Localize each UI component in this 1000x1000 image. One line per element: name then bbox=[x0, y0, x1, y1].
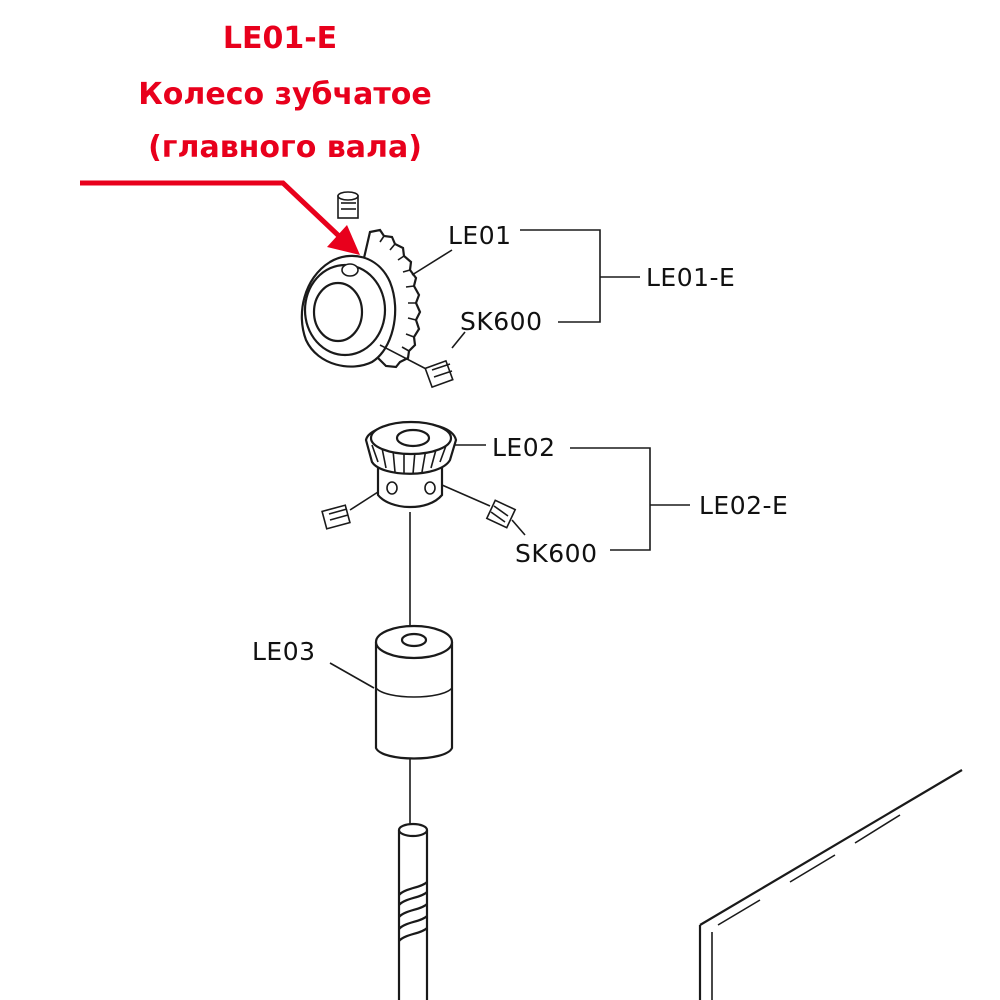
label-le03: LE03 bbox=[252, 637, 316, 666]
le02-gear bbox=[321, 420, 517, 530]
callout-code: LE01-E bbox=[222, 21, 338, 56]
le01-side-screw bbox=[379, 344, 454, 389]
label-le01: LE01 bbox=[448, 221, 512, 250]
label-le02: LE02 bbox=[492, 433, 556, 462]
le02-leaders bbox=[455, 444, 690, 551]
machine-frame bbox=[698, 769, 963, 1000]
label-le01-e: LE01-E bbox=[646, 263, 735, 292]
le01-top-screw bbox=[337, 191, 359, 219]
le02-right-screw bbox=[441, 484, 517, 529]
label-sk600-mid: SK600 bbox=[515, 539, 597, 568]
le01-gear bbox=[300, 191, 454, 389]
callout-title: Колесо зубчатое bbox=[138, 77, 432, 112]
le03-bushing bbox=[374, 624, 454, 760]
le03-leader bbox=[329, 662, 375, 689]
label-le02-e: LE02-E bbox=[699, 491, 788, 520]
callout-arrow bbox=[80, 180, 360, 255]
main-shaft bbox=[397, 822, 429, 1000]
le01-leaders bbox=[411, 229, 640, 349]
le02-left-screw bbox=[321, 491, 379, 530]
label-sk600-top: SK600 bbox=[460, 307, 542, 336]
callout-subtitle: (главного вала) bbox=[148, 130, 422, 165]
